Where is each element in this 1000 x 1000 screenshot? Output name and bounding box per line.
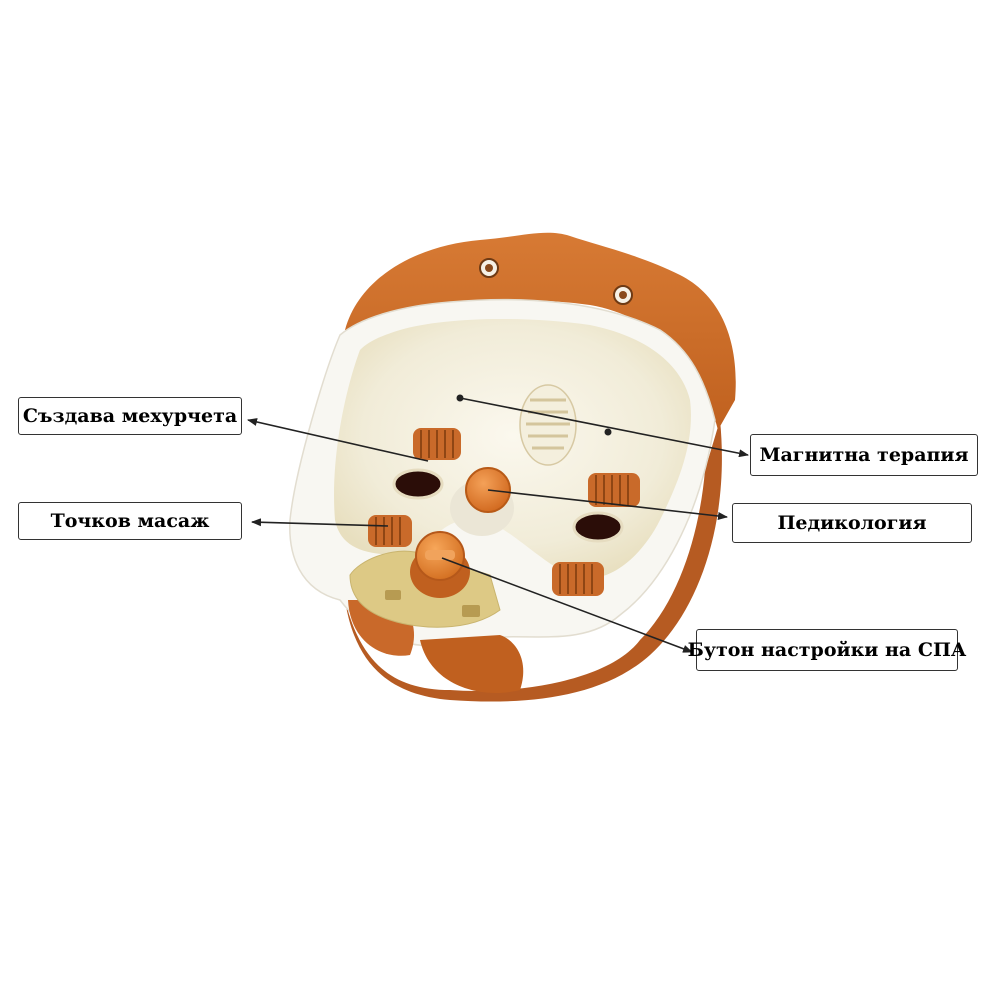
label-spa-button-text: Бутон настройки на СПА <box>687 639 967 661</box>
label-acupressure: Точков масаж <box>18 502 242 540</box>
spa-front-foot-center <box>420 635 524 693</box>
leader-dots <box>456 394 612 436</box>
roller-top-left-icon <box>413 428 461 460</box>
drain-grille <box>519 384 577 466</box>
arrow-pedicure <box>487 489 728 520</box>
bubble-jet-left-icon <box>392 468 444 500</box>
arrow-bubbles <box>247 418 429 462</box>
label-bubbles-text: Създава мехурчета <box>22 405 238 427</box>
roller-bottom-left-icon <box>368 515 412 547</box>
arrow-acupressure <box>251 518 389 527</box>
leader-arrows <box>247 397 749 653</box>
label-spa-button: Бутон настройки на СПА <box>688 629 966 671</box>
panel-indicator-left <box>385 590 401 600</box>
spa-knob <box>410 531 470 598</box>
spa-lid <box>345 232 736 430</box>
label-acupressure-text: Точков масаж <box>50 510 210 532</box>
lid-details <box>479 258 633 305</box>
spa-body <box>289 232 736 702</box>
label-pedicure: Педикология <box>732 503 972 543</box>
panel-indicator-right <box>462 605 480 617</box>
arrow-spa-button <box>441 557 693 653</box>
arrow-magnetic <box>459 397 749 458</box>
massage-rollers <box>368 428 640 596</box>
pedicure-ball <box>450 467 514 536</box>
spa-base-orange <box>345 420 722 702</box>
label-pedicure-text: Педикология <box>777 512 927 534</box>
bubble-jets <box>392 468 624 543</box>
roller-top-right-icon <box>588 473 640 507</box>
label-bubbles: Създава мехурчета <box>18 397 242 435</box>
bubble-jet-right-icon <box>572 511 624 543</box>
roller-bottom-right-icon <box>552 562 604 596</box>
label-magnetic-therapy: Магнитна терапия <box>750 434 978 476</box>
label-magnetic-therapy-text: Магнитна терапия <box>759 444 969 466</box>
